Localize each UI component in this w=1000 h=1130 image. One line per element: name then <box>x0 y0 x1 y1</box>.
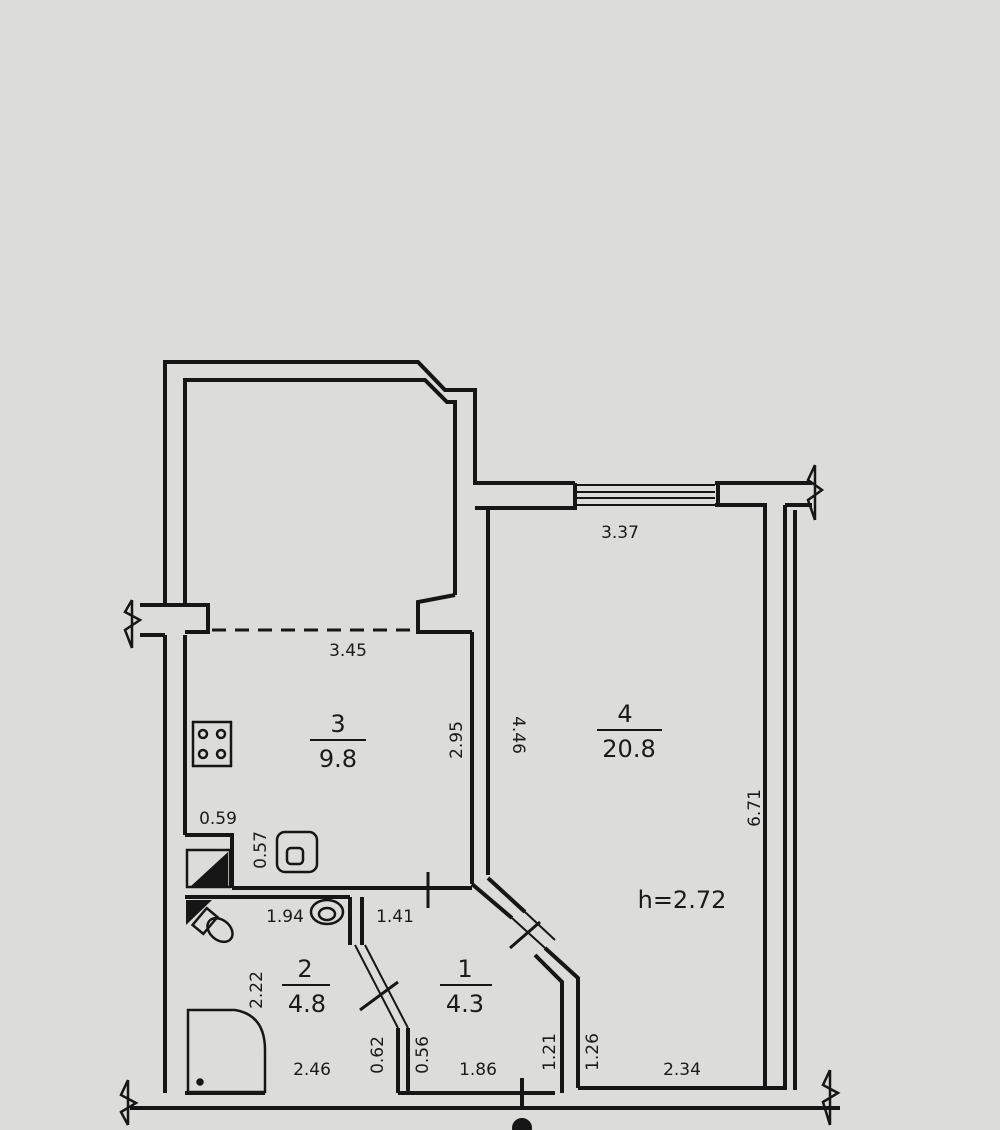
washbasin-icon <box>309 898 345 926</box>
fixtures <box>185 720 345 1094</box>
ventilation-duct-fill <box>190 852 228 887</box>
break-marks <box>119 464 841 1126</box>
dim-hall-right-a: 1.21 <box>540 1033 560 1071</box>
window <box>575 484 715 506</box>
dim-duct-width: 0.59 <box>199 809 237 829</box>
room-1-area: 4.3 <box>446 990 484 1018</box>
walls <box>130 360 840 1110</box>
doors <box>354 872 556 1029</box>
room-1-label: 1 4.3 <box>440 955 492 1018</box>
room4-door-tick <box>509 920 541 950</box>
dim-hall-bottom: 1.86 <box>459 1060 497 1080</box>
balcony-inner-wall <box>183 378 457 605</box>
dim-hall-right-b: 1.26 <box>583 1033 603 1071</box>
duct-walls <box>185 833 234 888</box>
stove-icon <box>191 720 233 768</box>
room-3-number: 3 <box>330 710 345 738</box>
dim-kitchen-depth: 2.95 <box>447 721 467 759</box>
dimension-labels: 3.45 3.37 2.95 4.46 6.71 0.59 0.57 1.94 … <box>199 523 765 1080</box>
room-4-area: 20.8 <box>602 735 655 763</box>
room-3-area: 9.8 <box>319 745 357 773</box>
dim-bath-depth: 2.22 <box>247 971 267 1009</box>
balcony-outer-wall <box>163 360 575 605</box>
partition-kitchen-room4 <box>470 506 490 884</box>
hall-diagonal-wall <box>470 876 527 920</box>
toilet-icon <box>190 906 234 944</box>
hall-diagonal-wall-low <box>533 946 580 1093</box>
dim-room4-width: 3.37 <box>601 523 639 543</box>
ventilation-duct-icon <box>185 848 232 889</box>
room-2-area: 4.8 <box>288 990 326 1018</box>
room4-door-leaf <box>511 911 556 949</box>
room-3-label: 3 9.8 <box>310 710 366 773</box>
balcony-stub-left <box>140 603 210 634</box>
dim-bath-width: 1.94 <box>266 907 304 927</box>
dim-room4-inner: 4.46 <box>508 716 528 754</box>
room-2-number: 2 <box>297 955 312 983</box>
dim-room4-bottom: 2.34 <box>663 1060 701 1080</box>
room-1-number: 1 <box>457 955 472 983</box>
shower-tray-icon <box>186 1008 267 1094</box>
kitchen-bottom-wall <box>185 886 472 899</box>
right-wall <box>765 505 787 1090</box>
room4-top-right-wall <box>715 481 812 1088</box>
bath-door-leaf <box>354 944 409 1029</box>
bath-hall-partition-low <box>396 1028 410 1093</box>
ceiling-height: h=2.72 <box>638 886 727 914</box>
bath-door-tick <box>359 980 399 1012</box>
entrance-marker <box>512 1078 532 1130</box>
room-labels: 3 9.8 4 20.8 2 4.8 1 4.3 h=2.72 <box>282 700 726 1018</box>
dim-balcony-width: 3.45 <box>329 641 367 661</box>
room-4-number: 4 <box>617 700 632 728</box>
room4-top-wall <box>475 483 577 510</box>
kitchen-sink-icon <box>275 830 319 874</box>
dim-room4-length: 6.71 <box>745 789 765 827</box>
bath-hall-partition <box>348 897 364 945</box>
dim-hall-top: 1.41 <box>376 907 414 927</box>
bath-duct-fill <box>186 900 212 925</box>
bottom-wall-inner <box>185 1086 765 1095</box>
room-2-label: 2 4.8 <box>282 955 330 1018</box>
balcony-stub-right <box>416 593 472 634</box>
dim-bath-door-b: 0.56 <box>413 1036 433 1074</box>
dim-bath-door-a: 0.62 <box>368 1036 388 1074</box>
dim-bath-bottom: 2.46 <box>293 1060 331 1080</box>
room-4-label: 4 20.8 <box>597 700 662 763</box>
dim-duct-depth: 0.57 <box>251 831 271 869</box>
